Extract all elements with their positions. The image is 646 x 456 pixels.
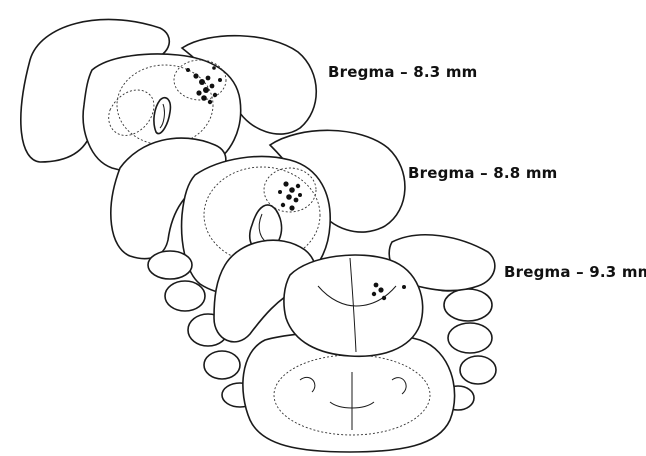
bregma-label-8-8: Bregma – 8.8 mm <box>408 164 558 182</box>
bregma-label-8-3: Bregma – 8.3 mm <box>328 63 478 81</box>
bregma-label-9-3: Bregma – 9.3 mm <box>504 263 646 281</box>
